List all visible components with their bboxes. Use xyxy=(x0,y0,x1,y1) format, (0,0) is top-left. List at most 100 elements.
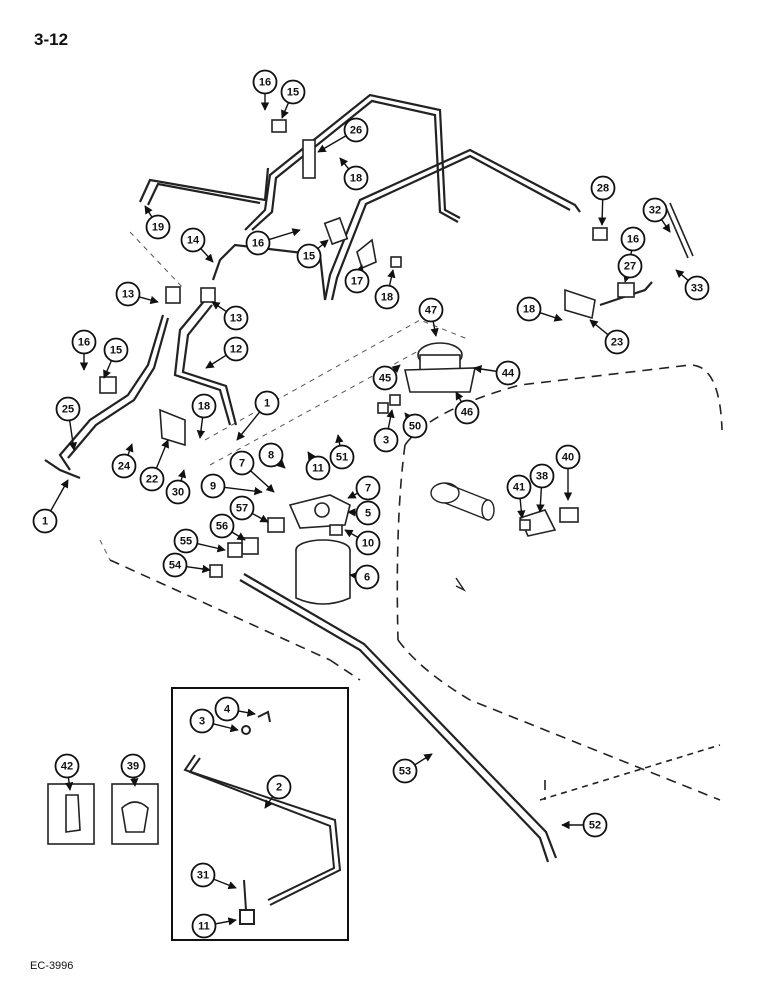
leader-line xyxy=(391,364,401,374)
clip-28 xyxy=(592,227,608,241)
callout-22: 22 xyxy=(139,466,165,492)
leader-line xyxy=(50,479,69,511)
callout-circle xyxy=(617,253,643,279)
callout-label: 26 xyxy=(350,125,362,137)
callout-circle xyxy=(200,473,226,499)
callout-circle xyxy=(374,284,400,310)
callout-circle xyxy=(373,427,399,453)
callout-1: 1 xyxy=(254,390,280,416)
callout-label: 38 xyxy=(536,471,548,483)
callout-circle xyxy=(604,329,630,355)
callout-label: 10 xyxy=(362,538,374,550)
callout-50: 50 xyxy=(402,413,428,439)
leader-line xyxy=(307,451,316,461)
callout-circle xyxy=(506,474,532,500)
callout-53: 53 xyxy=(392,758,418,784)
callout-circle xyxy=(343,117,369,143)
callout-27: 27 xyxy=(617,253,643,279)
callout-label: 14 xyxy=(187,235,200,247)
callout-circle xyxy=(191,913,217,939)
clip-15-top xyxy=(271,119,287,133)
leader-line xyxy=(536,487,545,513)
inset-box xyxy=(171,687,349,941)
callout-circle xyxy=(111,453,137,479)
leader-line xyxy=(125,443,134,455)
callout-circle xyxy=(280,79,306,105)
callout-1: 1 xyxy=(32,508,58,534)
callout-6: 6 xyxy=(354,564,380,590)
leader-line xyxy=(344,529,358,538)
callout-16: 16 xyxy=(620,226,646,252)
callout-54: 54 xyxy=(162,552,188,578)
callout-circle xyxy=(162,552,188,578)
callout-circle xyxy=(516,296,542,322)
callout-label: 53 xyxy=(399,766,411,778)
callout-label: 12 xyxy=(230,344,242,356)
clip-27 xyxy=(617,282,635,298)
callout-label: 4 xyxy=(224,704,231,716)
clamp-42 xyxy=(65,794,81,833)
leader-line xyxy=(103,360,112,379)
callout-label: 13 xyxy=(230,313,242,325)
callout-label: 1 xyxy=(42,516,48,528)
callout-label: 23 xyxy=(611,337,623,349)
callout-33: 33 xyxy=(684,275,710,301)
callout-3: 3 xyxy=(373,427,399,453)
callout-circle xyxy=(418,297,444,323)
leader-line xyxy=(347,490,358,499)
leader-line xyxy=(430,321,439,337)
leader-line xyxy=(661,219,671,233)
callout-label: 47 xyxy=(425,305,437,317)
callout-circle xyxy=(620,226,646,252)
callout-16: 16 xyxy=(71,329,97,355)
callout-circle xyxy=(190,862,216,888)
leader-line xyxy=(276,459,286,469)
callout-18: 18 xyxy=(343,165,369,191)
callout-44: 44 xyxy=(495,360,521,386)
leader-line xyxy=(317,239,329,249)
callout-circle xyxy=(343,165,369,191)
leader-line xyxy=(317,135,346,153)
callout-label: 17 xyxy=(351,276,363,288)
plate-17 xyxy=(356,238,377,270)
leader-line xyxy=(250,470,275,493)
callout-13: 13 xyxy=(115,281,141,307)
callout-label: 27 xyxy=(624,261,636,273)
callout-46: 46 xyxy=(454,399,480,425)
callout-circle xyxy=(165,479,191,505)
callout-circle xyxy=(582,812,608,838)
leader-line xyxy=(540,312,563,322)
nut-3 xyxy=(389,394,401,406)
callout-16: 16 xyxy=(245,230,271,256)
callout-label: 2 xyxy=(276,782,282,794)
leader-line xyxy=(213,723,239,733)
callout-circle xyxy=(355,500,381,526)
callout-label: 9 xyxy=(210,481,216,493)
callout-circle xyxy=(590,175,616,201)
callout-38: 38 xyxy=(529,463,555,489)
callout-circle xyxy=(254,390,280,416)
callout-circle xyxy=(55,396,81,422)
callout-label: 18 xyxy=(523,304,535,316)
callout-label: 18 xyxy=(350,173,362,185)
callout-label: 15 xyxy=(287,87,299,99)
callout-circle xyxy=(223,305,249,331)
callout-circle xyxy=(32,508,58,534)
callout-label: 32 xyxy=(649,205,661,217)
callout-label: 42 xyxy=(61,761,73,773)
page-number: 3-12 xyxy=(34,30,69,49)
callout-label: 1 xyxy=(264,398,270,410)
nut-41 xyxy=(519,519,531,531)
leader-line xyxy=(68,420,78,451)
fitting-55 xyxy=(227,542,243,558)
callout-circle xyxy=(258,442,284,468)
callout-12: 12 xyxy=(223,336,249,362)
leader-line xyxy=(200,248,214,263)
nut-18 xyxy=(390,256,402,268)
callout-label: 44 xyxy=(502,368,515,380)
callout-label: 57 xyxy=(236,503,248,515)
leader-line xyxy=(205,354,227,369)
callout-circle xyxy=(454,399,480,425)
callout-circle xyxy=(344,268,370,294)
